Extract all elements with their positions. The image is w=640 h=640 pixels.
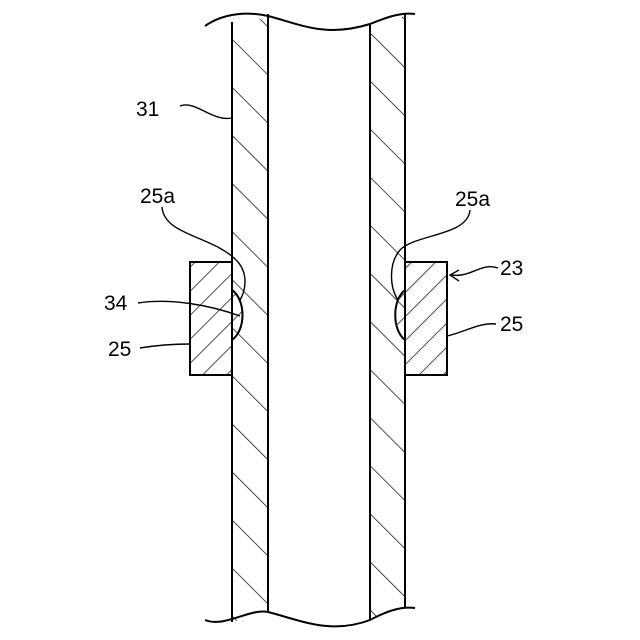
arrow-23 [450, 267, 498, 281]
leader-31 [180, 105, 232, 119]
label-tube: 31 [136, 98, 159, 121]
label-ring-right: 25 [500, 313, 523, 336]
label-ring-assembly: 23 [500, 257, 523, 280]
leader-25-right [447, 324, 496, 336]
label-protrusion: 34 [104, 292, 128, 315]
label-groove-left: 25a [140, 185, 175, 208]
label-groove-right: 25a [455, 188, 490, 211]
label-ring-left: 25 [108, 338, 131, 361]
leader-25-left [140, 344, 190, 348]
